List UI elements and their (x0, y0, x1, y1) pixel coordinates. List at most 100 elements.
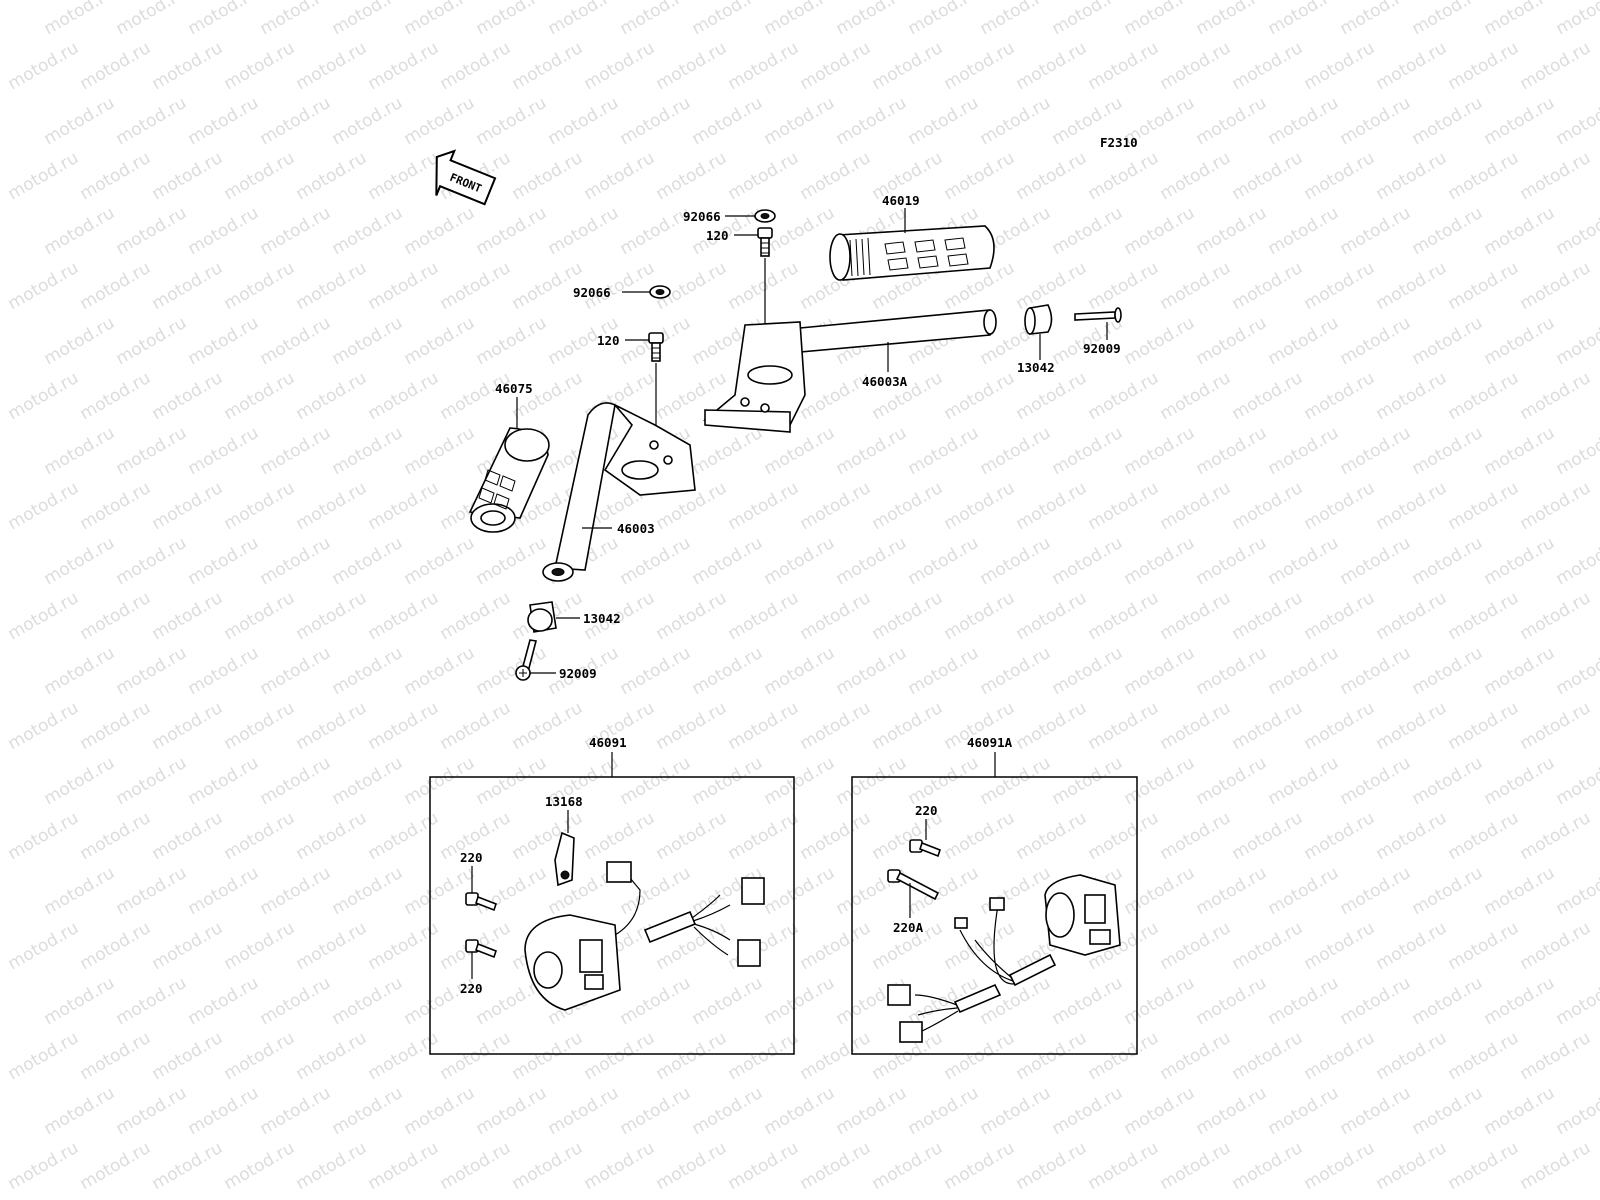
watermark-text: motod.ru (41, 0, 119, 39)
front-arrow-icon: FRONT (435, 149, 497, 206)
watermark-text: motod.ru (437, 1138, 515, 1194)
watermark-text: motod.ru (293, 918, 371, 974)
watermark-text: motod.ru (1121, 423, 1199, 479)
watermark-text: motod.ru (329, 533, 407, 589)
watermark-text: motod.ru (113, 1083, 191, 1139)
watermark-text: motod.ru (401, 423, 479, 479)
watermark-text: motod.ru (1337, 1083, 1415, 1139)
watermark-text: motod.ru (833, 753, 911, 809)
watermark-text: motod.ru (1013, 258, 1091, 314)
watermark-text: motod.ru (1193, 533, 1271, 589)
watermark-text: motod.ru (113, 203, 191, 259)
watermark-text: motod.ru (905, 863, 983, 919)
watermark-text: motod.ru (1517, 148, 1595, 204)
watermark-text: motod.ru (41, 533, 119, 589)
watermark-text: motod.ru (1121, 863, 1199, 919)
watermark-text: motod.ru (1481, 313, 1559, 369)
watermark-text: motod.ru (797, 1028, 875, 1084)
watermark-text: motod.ru (1481, 203, 1559, 259)
watermark-text: motod.ru (5, 478, 83, 534)
watermark-text: motod.ru (1301, 38, 1379, 94)
label-bolt-upper: 120 (706, 228, 729, 243)
watermark-text: motod.ru (1301, 808, 1379, 864)
watermark-text: motod.ru (1517, 698, 1595, 754)
watermark-text: motod.ru (1121, 753, 1199, 809)
watermark-text: motod.ru (185, 863, 263, 919)
watermark-text: motod.ru (1301, 588, 1379, 644)
watermark-text: motod.ru (113, 423, 191, 479)
watermark-text: motod.ru (473, 0, 551, 39)
watermark-text: motod.ru (509, 808, 587, 864)
watermark-text: motod.ru (833, 1083, 911, 1139)
watermark-text: motod.ru (329, 0, 407, 39)
watermark-text: motod.ru (1229, 148, 1307, 204)
watermark-text: motod.ru (905, 1083, 983, 1139)
watermark-text: motod.ru (545, 1083, 623, 1139)
watermark-text: motod.ru (1085, 258, 1163, 314)
watermark-text: motod.ru (797, 148, 875, 204)
watermark-text: motod.ru (1157, 478, 1235, 534)
label-handlebar-left: 46003 (617, 521, 655, 536)
watermark-text: motod.ru (1193, 973, 1271, 1029)
watermark-text: motod.ru (149, 698, 227, 754)
watermark-text: motod.ru (1157, 808, 1235, 864)
watermark-text: motod.ru (761, 973, 839, 1029)
watermark-text: motod.ru (1121, 203, 1199, 259)
watermark-text: motod.ru (77, 918, 155, 974)
watermark-text: motod.ru (437, 258, 515, 314)
watermark-text: motod.ru (1337, 0, 1415, 39)
watermark-text: motod.ru (1553, 313, 1600, 369)
watermark-text: motod.ru (689, 533, 767, 589)
watermark-text: motod.ru (329, 753, 407, 809)
watermark-text: motod.ru (761, 423, 839, 479)
bolt-lower: 120 (597, 332, 664, 460)
watermark-text: motod.ru (113, 93, 191, 149)
watermark-text: motod.ru (1013, 478, 1091, 534)
watermark-text: motod.ru (1049, 203, 1127, 259)
watermark-text: motod.ru (1409, 643, 1487, 699)
watermark-text: motod.ru (1481, 643, 1559, 699)
watermark-text: motod.ru (977, 863, 1055, 919)
washer-upper: 92066 (683, 209, 776, 224)
watermark-text: motod.ru (1265, 643, 1343, 699)
watermark-text: motod.ru (1553, 863, 1600, 919)
watermark-text: motod.ru (1517, 808, 1595, 864)
weight-left: 13042 (527, 601, 621, 633)
watermark-text: motod.ru (869, 588, 947, 644)
watermark-text: motod.ru (761, 753, 839, 809)
watermark-text: motod.ru (905, 753, 983, 809)
watermark-text: motod.ru (365, 148, 443, 204)
watermark-text: motod.ru (1157, 698, 1235, 754)
watermark-text: motod.ru (77, 1028, 155, 1084)
watermark-text: motod.ru (1229, 808, 1307, 864)
watermark-text: motod.ru (725, 1028, 803, 1084)
watermark-text: motod.ru (509, 38, 587, 94)
watermark-text: motod.ru (833, 93, 911, 149)
watermark-text: motod.ru (725, 258, 803, 314)
watermark-text: motod.ru (941, 368, 1019, 424)
watermark-text: motod.ru (509, 698, 587, 754)
watermark-text: motod.ru (329, 1083, 407, 1139)
watermark-text: motod.ru (1121, 0, 1199, 39)
watermark-text: motod.ru (1193, 753, 1271, 809)
watermark-text: motod.ru (941, 588, 1019, 644)
watermark-text: motod.ru (941, 1138, 1019, 1194)
watermark-text: motod.ru (1193, 313, 1271, 369)
watermark-text: motod.ru (977, 1083, 1055, 1139)
watermark-text: motod.ru (437, 38, 515, 94)
screw-left: 92009 (515, 639, 597, 681)
label-weight-right: 13042 (1017, 360, 1055, 375)
watermark-text: motod.ru (1085, 38, 1163, 94)
watermark-text: motod.ru (1481, 423, 1559, 479)
label-screw-right: 92009 (1083, 341, 1121, 356)
watermark-text: motod.ru (5, 588, 83, 644)
watermark-text: motod.ru (1337, 93, 1415, 149)
watermark-text: motod.ru (1409, 973, 1487, 1029)
watermark-text: motod.ru (1517, 588, 1595, 644)
watermark-text: motod.ru (1013, 148, 1091, 204)
watermark-text: motod.ru (1553, 1083, 1600, 1139)
watermark-text: motod.ru (797, 918, 875, 974)
watermark-text: motod.ru (365, 478, 443, 534)
watermark-text: motod.ru (473, 203, 551, 259)
watermark-text: motod.ru (977, 0, 1055, 39)
